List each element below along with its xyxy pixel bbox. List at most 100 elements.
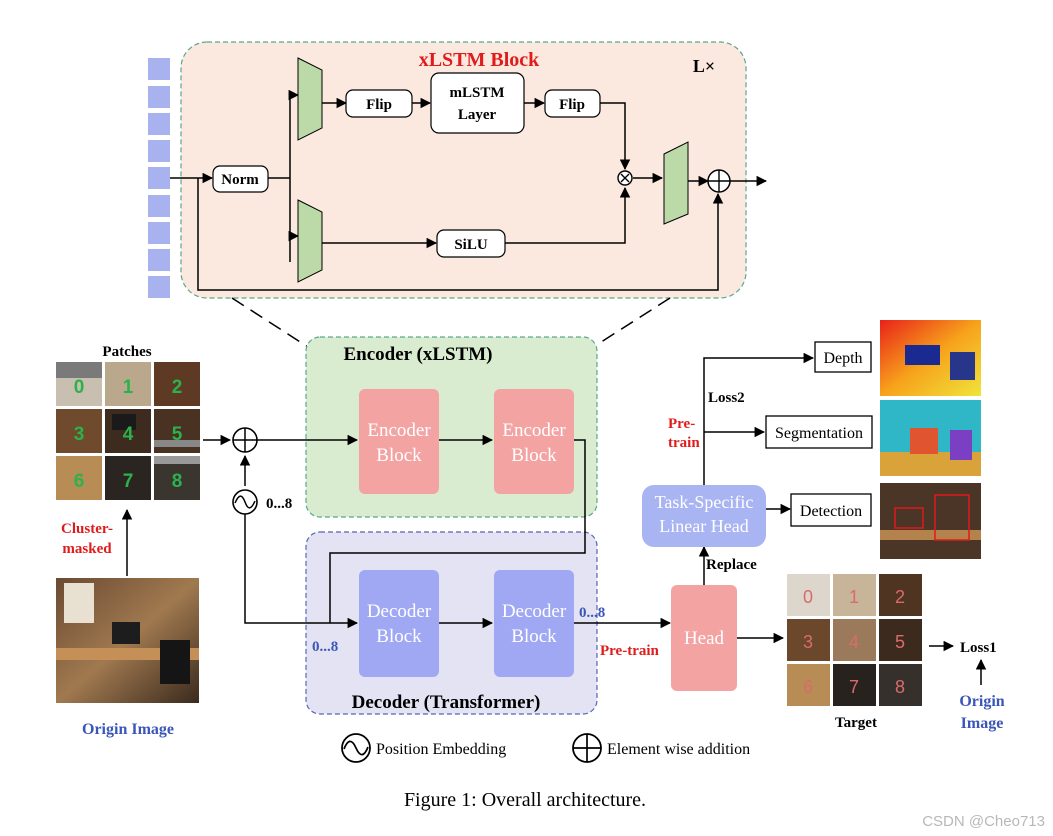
detection-box <box>790 493 872 527</box>
flip-right-label: Flip <box>559 97 585 113</box>
pretrain-tasks-line2: train <box>668 435 700 451</box>
target-8-number: 8 <box>895 677 905 697</box>
encoder-block-2 <box>494 389 574 494</box>
encoder-block-1-line1: Encoder <box>367 420 431 441</box>
patch-2: 2 <box>154 362 200 406</box>
pretrain-head-label: Pre-train <box>600 643 660 659</box>
target-0: 0 <box>787 574 830 616</box>
target-title: Target <box>835 715 877 731</box>
task-specific-head <box>642 485 766 547</box>
patch-1-number: 1 <box>123 377 134 398</box>
pretrain-tasks-line1: Pre- <box>668 416 695 432</box>
target-8: 8 <box>879 664 922 706</box>
projection-up-trapezoid <box>297 57 323 141</box>
patch-1: 1 <box>105 362 151 406</box>
input-token <box>148 276 170 298</box>
input-token <box>148 86 170 108</box>
decoder-block-2 <box>494 570 574 677</box>
input-token-column <box>148 58 170 298</box>
task-head-line2: Linear Head <box>659 516 748 536</box>
segmentation-image <box>880 400 981 476</box>
add-icon <box>232 427 258 453</box>
task-head-line1: Task-Specific <box>655 492 754 512</box>
target-3-number: 3 <box>803 632 813 652</box>
patch-8-number: 8 <box>172 471 183 492</box>
encoder-block-2-line2: Block <box>511 445 557 466</box>
depth-image <box>880 320 981 396</box>
decoder-block-1-line1: Decoder <box>367 601 432 622</box>
input-token <box>148 113 170 135</box>
depth-box <box>814 341 872 373</box>
loss2-label: Loss2 <box>708 390 745 406</box>
loss1-label: Loss1 <box>960 640 997 656</box>
patch-7-number: 7 <box>123 471 134 492</box>
target-0-number: 0 <box>803 587 813 607</box>
origin-image-left-label: Origin Image <box>82 721 174 738</box>
target-5: 5 <box>879 619 922 661</box>
detection-label: Detection <box>800 503 862 520</box>
patch-5-number: 5 <box>172 424 183 445</box>
patches-title: Patches <box>102 344 151 360</box>
flip-left-label: Flip <box>366 97 392 113</box>
figure-caption: Figure 1: Overall architecture. <box>404 789 646 811</box>
position-range-decoder-in: 0...8 <box>312 639 338 655</box>
patch-2-number: 2 <box>172 377 183 398</box>
zoom-lines <box>231 297 671 348</box>
target-7-number: 7 <box>849 677 859 697</box>
mlstm-label-line2: Layer <box>458 107 497 123</box>
patch-3: 3 <box>56 409 102 453</box>
patch-6: 6 <box>56 456 102 500</box>
target-grid: 0 1 2 3 4 5 6 7 8 Target <box>787 574 922 731</box>
segmentation-label: Segmentation <box>775 425 863 442</box>
replace-label: Replace <box>706 557 757 573</box>
legend-addition-label: Element wise addition <box>607 741 750 758</box>
target-3: 3 <box>787 619 830 661</box>
legend-addition-icon <box>572 733 602 763</box>
input-token <box>148 195 170 217</box>
depth-label: Depth <box>823 350 862 367</box>
decoder-block-1 <box>359 570 439 677</box>
origin-image-right-line2: Image <box>961 715 1004 732</box>
target-2: 2 <box>879 574 922 616</box>
encoder: Encoder (xLSTM) Encoder Block Encoder Bl… <box>305 336 598 518</box>
patch-4-number: 4 <box>123 424 134 445</box>
origin-image-right-line1: Origin <box>959 693 1004 710</box>
encoder-block-2-line1: Encoder <box>502 420 566 441</box>
watermark: CSDN @Cheo713 <box>922 813 1045 830</box>
target-1-number: 1 <box>849 587 859 607</box>
target-4-number: 4 <box>849 632 859 652</box>
patch-0: 0 <box>56 362 102 406</box>
head-label: Head <box>684 628 725 649</box>
cluster-masked-line2: masked <box>62 541 112 557</box>
silu-label: SiLU <box>454 237 488 253</box>
target-2-number: 2 <box>895 587 905 607</box>
mlstm-label-line1: mLSTM <box>449 85 504 101</box>
encoder-title: Encoder (xLSTM) <box>343 344 492 365</box>
patch-8: 8 <box>154 456 200 500</box>
head-block <box>671 585 737 691</box>
patches-grid: Patches 0 1 2 3 4 5 6 7 8 <box>56 344 200 500</box>
patch-7: 7 <box>105 456 151 500</box>
flip-right-node <box>544 89 601 118</box>
patch-3-number: 3 <box>74 424 85 445</box>
main-flow-arrows <box>121 352 987 685</box>
legend-position-embedding-icon <box>341 733 371 763</box>
patch-0-number: 0 <box>74 377 85 398</box>
encoder-block-1 <box>359 389 439 494</box>
xlstm-block: xLSTM Block L× <box>148 41 768 299</box>
norm-label: Norm <box>221 172 259 188</box>
patch-6-number: 6 <box>74 471 85 492</box>
position-embedding-icon <box>232 489 258 515</box>
mlstm-layer-node <box>430 72 525 134</box>
target-1: 1 <box>833 574 876 616</box>
input-token <box>148 167 170 189</box>
origin-image-photo <box>56 578 199 703</box>
xlstm-connections <box>170 89 768 291</box>
norm-node <box>212 165 269 193</box>
decoder-block-2-line2: Block <box>511 626 557 647</box>
encoder-block-1-line2: Block <box>376 445 422 466</box>
legend-position-embedding-label: Position Embedding <box>376 741 506 758</box>
cluster-masked-line1: Cluster- <box>61 521 113 537</box>
projection-gate-trapezoid <box>297 199 323 283</box>
